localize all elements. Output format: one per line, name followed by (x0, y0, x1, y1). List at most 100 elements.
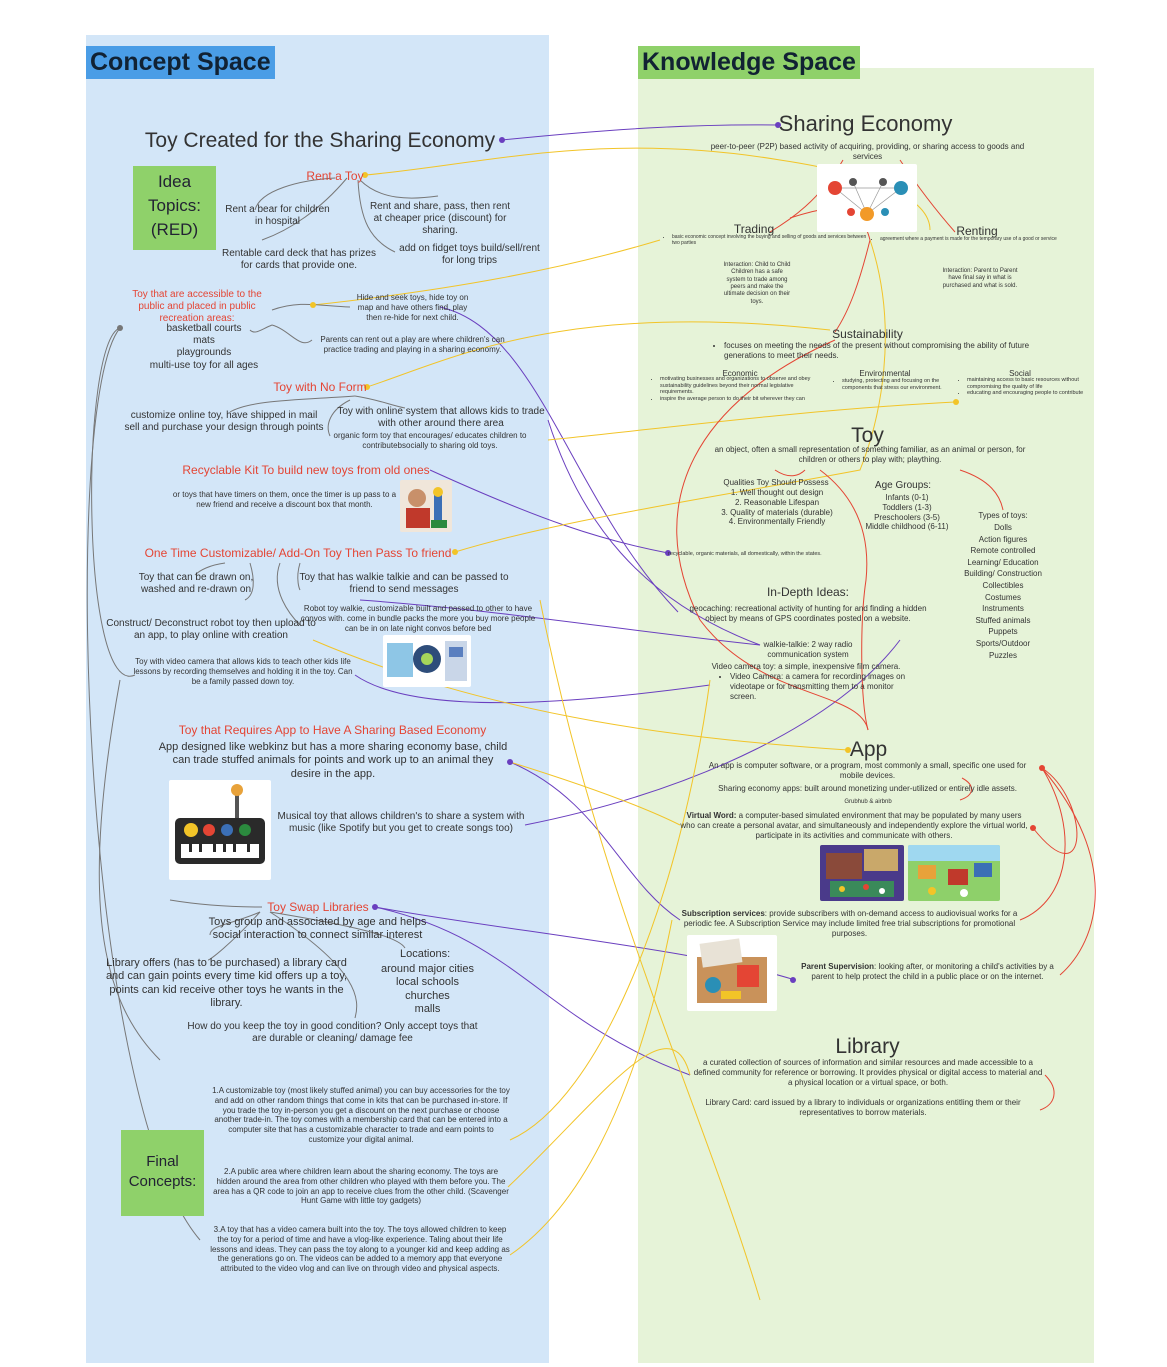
toy-type-item: Remote controlled (970, 546, 1036, 556)
hide-seek-text: Hide and seek toys, hide toy on map and … (356, 293, 469, 322)
rent-bear-text: Rent a bear for children in hospital (225, 204, 330, 228)
location-item: local schools (396, 976, 459, 989)
rent-share-text: Rent and share, pass, then rent at cheap… (369, 201, 511, 237)
library-title: Library (835, 1035, 900, 1058)
sustainability-def-item: focuses on meeting the needs of the pres… (724, 341, 1047, 361)
toy-type-item: Action figures (978, 534, 1028, 544)
trading-def: basic economic concept involving the buy… (660, 234, 870, 246)
toy-type-item: Puzzles (988, 650, 1017, 660)
connector-dot (775, 122, 781, 128)
location-item: malls (414, 1003, 441, 1016)
renting-def: agreement where a payment is made for th… (868, 236, 1078, 242)
toy-qualities-title: Qualities Toy Should Possess (723, 478, 829, 487)
environmental-title: Environmental (859, 369, 911, 378)
connector-dot (362, 172, 368, 178)
virtual-world-label: Virtual Word: (686, 811, 737, 820)
video-camera-toy-def: Video camera toy: a simple, inexpensive … (711, 662, 901, 671)
musical-toy-photo (169, 780, 271, 880)
toy-type-item: Instruments (982, 604, 1024, 614)
public-toy-list: basketball courts mats playgrounds multi… (140, 323, 268, 372)
sharing-economy-title: Sharing Economy (778, 111, 953, 136)
video-camera-list: Video Camera: a camera for recording ima… (712, 672, 912, 701)
toy-type-item: Learning/ Education (967, 557, 1039, 567)
recyclable-materials-text: recyclable, organic materials, all domes… (668, 551, 822, 557)
parent-supervision-def: : looking after, or monitoring a child's… (811, 962, 1054, 981)
rent-fidget-text: add on fidget toys build/sell/rent for l… (399, 243, 540, 267)
parent-supervision-label: Parent Supervision (801, 962, 875, 971)
public-item: playgrounds (176, 347, 232, 359)
sharing-apps-text: Sharing economy apps: built around monet… (718, 784, 1017, 793)
public-item: mats (193, 335, 215, 347)
app-toy-heading: Toy that Requires App to Have A Sharing … (178, 723, 487, 737)
connector-dot (507, 759, 513, 765)
location-item: churches (405, 989, 450, 1002)
toy-quality-item: 3. Quality of materials (durable) (721, 507, 833, 517)
video-camera-item: Video Camera: a camera for recording ima… (730, 672, 912, 701)
sustainability-def: focuses on meeting the needs of the pres… (712, 341, 1047, 361)
age-group-item: Middle childhood (6-11) (865, 522, 949, 532)
age-groups-title: Age Groups: (874, 480, 932, 491)
renting-interaction: Interaction: Parent to Parent have final… (942, 268, 1018, 289)
app-def: An app is computer software, or a progra… (708, 761, 1027, 780)
connector-dot (953, 399, 959, 405)
trading-interaction: Interaction: Child to Child Children has… (723, 262, 791, 305)
virtual-world-def: a computer-based simulated environment t… (680, 811, 1028, 840)
library-def: a curated collection of sources of infor… (693, 1058, 1043, 1087)
sustainability-title: Sustainability (832, 327, 903, 341)
toy-type-item: Dolls (994, 523, 1012, 532)
toy-quality-item: 1. Well thought out design (730, 488, 824, 497)
social-item: maintaining access to basic resources wi… (967, 377, 1095, 390)
public-item: multi-use toy for all ages (149, 359, 259, 371)
age-group-item: Preschoolers (3-5) (874, 512, 940, 522)
one-time-heading: One Time Customizable/ Add-On Toy Then P… (144, 546, 452, 560)
environmental-item: studying, protecting and focusing on the… (842, 378, 956, 391)
swap-library-card-text: Library offers (has to be purchased) a l… (105, 957, 348, 1010)
social-item: educating and encouraging people to cont… (967, 390, 1095, 397)
toy-title: Toy (851, 424, 884, 447)
knowledge-space-panel (638, 68, 1094, 1363)
rent-a-toy-heading: Rent a Toy (306, 169, 364, 183)
connector-dot (310, 302, 316, 308)
economic-item: inspire the average person to do their b… (660, 396, 828, 403)
walkie-talkie-text: Toy that has walkie talkie and can be pa… (299, 572, 509, 596)
locations-title: Locations: (400, 948, 451, 960)
economic-item: motivating businesses and organizations … (660, 376, 828, 396)
walkie-talkie-def: walkie-talkie: 2 way radio communication… (763, 640, 853, 659)
virtual-world-text: Virtual Word: a computer-based simulated… (680, 811, 1028, 840)
virtual-world-screenshot-1 (820, 845, 904, 901)
customize-online-text: customize online toy, have shipped in ma… (124, 410, 324, 434)
types-of-toys-list: Dolls Action figures Remote controlled L… (955, 522, 1051, 661)
musical-toy-text: Musical toy that allows children's to sh… (277, 811, 525, 835)
connector-dot (1030, 825, 1036, 831)
geocaching-text: geocaching: recreational activity of hun… (689, 604, 927, 623)
swap-groups-text: Toys group and associated by age and hel… (208, 916, 427, 942)
sharing-economy-def: peer-to-peer (P2P) based activity of acq… (710, 142, 1025, 161)
toy-qualities-list: 1. Well thought out design 2. Reasonable… (718, 488, 836, 527)
final-concept-2: 2.A public area where children learn abo… (213, 1167, 509, 1206)
concept-title: Toy Created for the Sharing Economy (144, 129, 496, 152)
age-group-item: Infants (0-1) (885, 493, 929, 502)
timers-text: or toys that have timers on them, once t… (172, 490, 397, 509)
connector-dot (117, 325, 123, 331)
parent-supervision-text: Parent Supervision: looking after, or mo… (800, 962, 1055, 982)
trading-title: Trading (733, 222, 775, 236)
swap-libraries-heading: Toy Swap Libraries (267, 900, 369, 914)
toy-condition-text: How do you keep the toy in good conditio… (187, 1021, 478, 1045)
organic-form-text: organic form toy that encourages/ educat… (333, 431, 527, 450)
online-system-text: Toy with online system that allows kids … (337, 406, 545, 430)
virtual-world-screenshot-2 (908, 845, 1000, 901)
connector-dot (665, 550, 671, 556)
social-list: maintaining access to basic resources wi… (955, 377, 1095, 397)
toy-type-item: Stuffed animals (975, 615, 1031, 625)
toy-def: an object, often a small representation … (714, 445, 1026, 464)
parents-rent-text: Parents can rent out a play are where ch… (320, 335, 505, 354)
trading-def-item: basic economic concept involving the buy… (672, 234, 870, 246)
connector-dot (499, 137, 505, 143)
library-card-def: Library Card: card issued by a library t… (705, 1098, 1021, 1117)
connector-dot (845, 747, 851, 753)
idea-topics-box: Idea Topics: (RED) (133, 166, 216, 250)
in-depth-ideas-title: In-Depth Ideas: (766, 585, 850, 599)
age-group-item: Toddlers (1-3) (882, 502, 932, 512)
sharing-network-graphic (817, 164, 917, 232)
final-concept-3: 3.A toy that has a video camera built in… (210, 1225, 510, 1273)
